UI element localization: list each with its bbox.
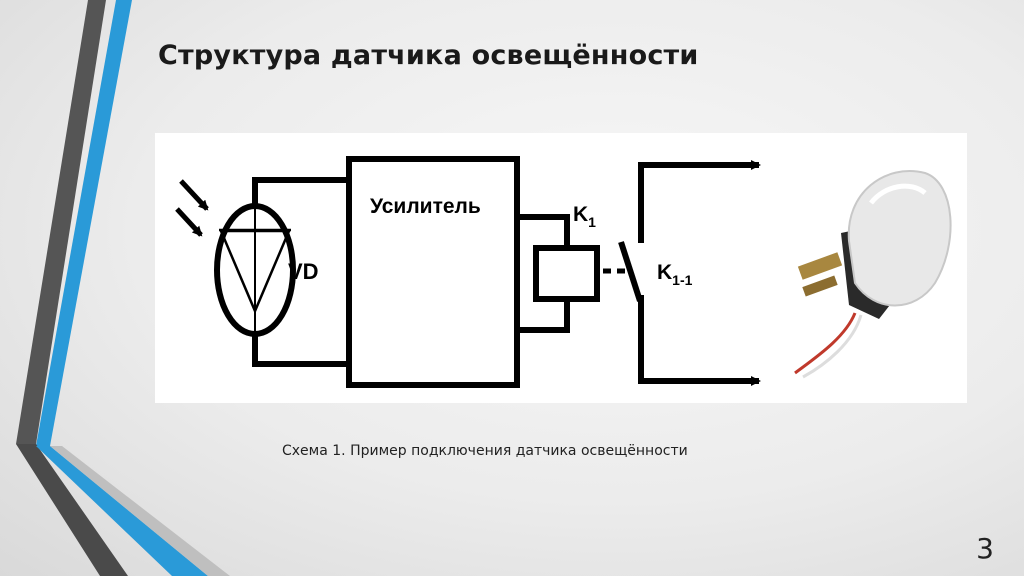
stripe-blue-lower <box>36 446 208 576</box>
sensor-wire-white <box>802 314 863 379</box>
input-wires <box>252 177 347 367</box>
sensor-dome <box>847 170 952 307</box>
circuit-figure: VD Усилитель K1 K1-1 <box>155 133 967 403</box>
relay-contact <box>618 160 761 386</box>
relay-coil-label: K1 <box>573 203 596 230</box>
sensor-bracket-lower <box>802 275 838 297</box>
photodiode-label: VD <box>288 259 319 284</box>
circuit-diagram: VD Усилитель K1 K1-1 <box>175 156 952 388</box>
sensor-dome-highlight <box>869 183 927 205</box>
light-ray-1 <box>179 179 209 211</box>
relay-contact-label: K1-1 <box>657 261 693 288</box>
amplifier-box <box>346 156 520 388</box>
light-ray-2 <box>175 207 203 237</box>
photodiode: VD <box>214 203 319 337</box>
page-number: 3 <box>976 532 994 565</box>
coil-wire-bottom <box>517 299 570 333</box>
contact-blade <box>618 241 643 302</box>
amplifier: Усилитель <box>346 156 520 388</box>
sensor-device-photo <box>794 170 952 379</box>
sensor-bracket <box>797 252 843 280</box>
output-line-bottom <box>638 295 761 386</box>
sensor-wire-red <box>794 312 857 375</box>
light-rays <box>175 179 209 237</box>
stripe-light-lower <box>50 446 230 576</box>
output-line-top <box>638 160 761 243</box>
wire-bottom <box>252 334 347 367</box>
stripe-dark-lower <box>16 444 128 576</box>
relay-coil-box <box>533 245 600 302</box>
wire-top <box>252 177 347 206</box>
stripe-blue-upper <box>36 0 132 446</box>
slide-title: Структура датчика освещённости <box>158 40 699 71</box>
amplifier-label: Усилитель <box>370 195 481 218</box>
figure-caption: Схема 1. Пример подключения датчика осве… <box>282 443 688 459</box>
relay-coil: K1 <box>517 203 600 333</box>
coil-wire-top <box>517 214 570 248</box>
stripe-dark-upper <box>16 0 106 444</box>
